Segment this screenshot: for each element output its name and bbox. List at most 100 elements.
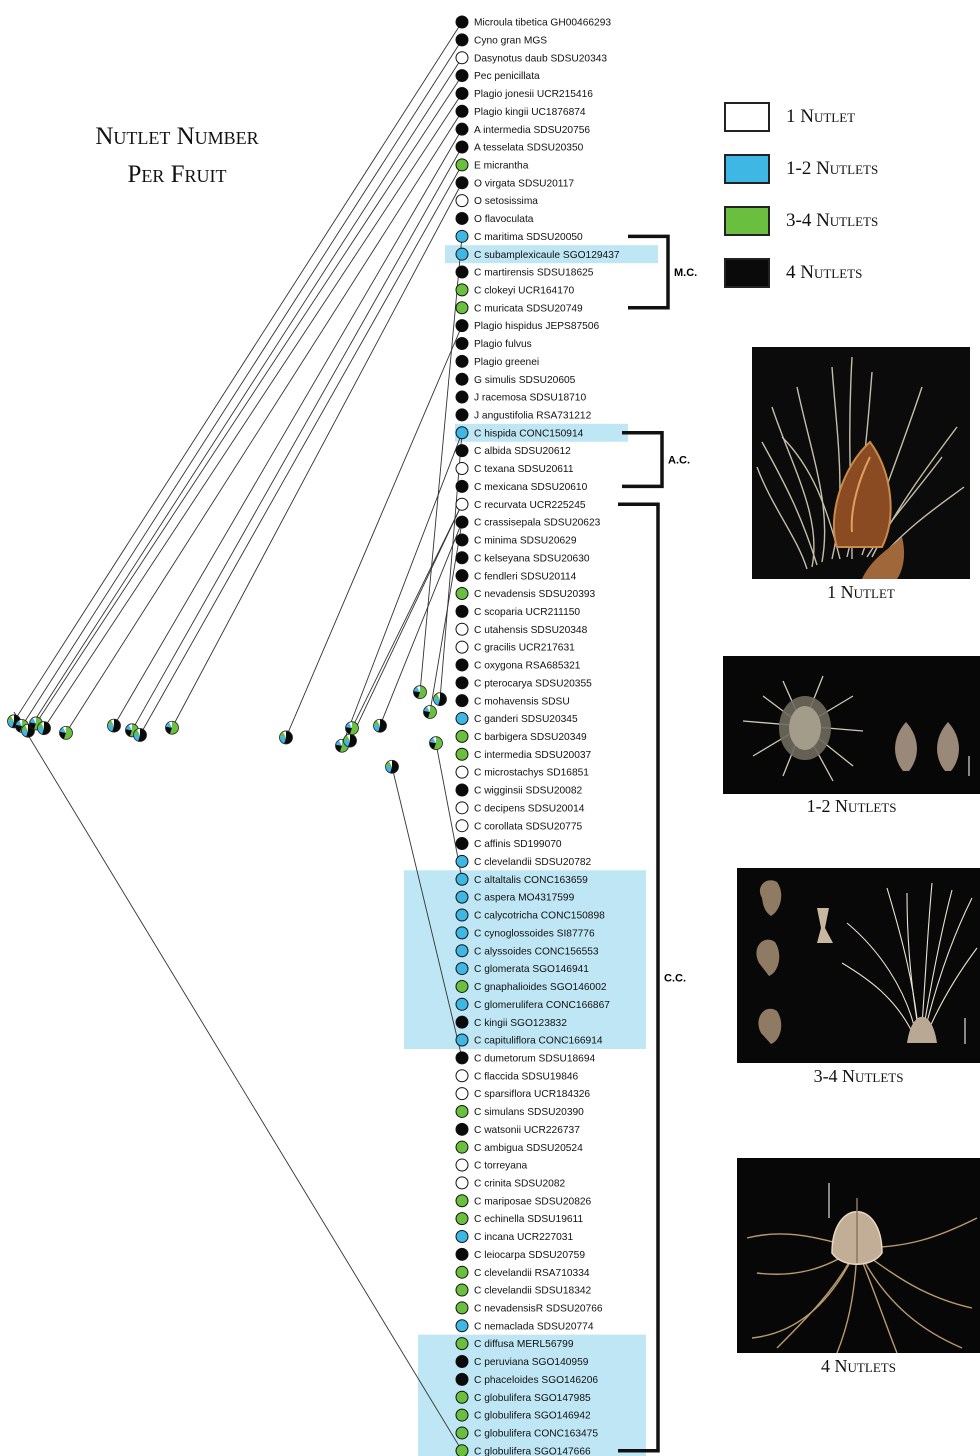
tip-state-dot [456,177,468,189]
tip-state-dot [456,302,468,314]
tip-state-dot [456,855,468,867]
tip-state-dot [456,463,468,475]
taxon-label: C aspera MO4317599 [474,893,575,904]
tip-state-dot [456,1302,468,1314]
taxon-label: C maritima SDSU20050 [474,232,583,243]
tip-state-dot [456,1159,468,1171]
legend-swatch-blue [724,154,770,184]
tip-state-dot [456,105,468,117]
tip-state-dot [456,1052,468,1064]
tip-state-dot [456,391,468,403]
tip-state-dot [456,212,468,224]
tip-state-dot [456,355,468,367]
photo-caption-4-nutlets: 4 Nutlets [737,1356,980,1377]
tip-state-dot [456,1373,468,1385]
taxon-label: C kingii SGO123832 [474,1018,567,1029]
taxon-label: Pec penicillata [474,71,540,82]
taxon-label: C phaceloides SGO146206 [474,1375,598,1386]
tip-state-dot [456,1070,468,1082]
legend-label: 4 Nutlets [786,262,862,284]
taxon-label: A intermedia SDSU20756 [474,125,590,136]
taxon-label: C torreyana [474,1161,528,1172]
taxon-label: Plagio hispidus JEPS87506 [474,321,599,332]
tip-state-dot [456,373,468,385]
tree-branch [132,147,462,730]
taxon-label: C nevadensisR SDSU20766 [474,1304,603,1315]
photo-3-4-nutlets [737,868,980,1063]
tip-state-dot [456,1213,468,1225]
taxon-label: C sparsiflora UCR184326 [474,1089,590,1100]
node-state-pie [165,721,178,734]
tip-state-dot [456,230,468,242]
tip-state-dot [456,1391,468,1403]
tip-state-dot [456,873,468,885]
taxon-label: C gracilis UCR217631 [474,643,575,654]
taxon-label: C mohavensis SDSU [474,696,570,707]
tip-state-dot [456,516,468,528]
taxon-label: Dasynotus daub SDSU20343 [474,53,607,64]
tip-state-dot [456,588,468,600]
taxon-label: C mexicana SDSU20610 [474,482,588,493]
tip-state-dot [456,284,468,296]
taxon-label: C texana SDSU20611 [474,464,574,475]
tip-state-dot [456,766,468,778]
taxon-label: C crassisepala SDSU20623 [474,518,601,529]
tip-state-dot [456,1105,468,1117]
taxon-label: O flavoculata [474,214,534,225]
taxon-label: C subamplexicaule SGO129437 [474,250,620,261]
photo-4-nutlets [737,1158,980,1353]
taxon-label: C calycotricha CONC150898 [474,911,605,922]
tip-state-dot [456,480,468,492]
taxon-label: C ambigua SDSU20524 [474,1143,583,1154]
taxon-label: C clokeyi UCR164170 [474,286,575,297]
taxon-label: C muricata SDSU20749 [474,303,583,314]
tip-state-dot [456,337,468,349]
tip-state-dot [456,838,468,850]
node-state-pie [434,693,447,706]
figure-title-line-1: Nutlet Number [62,118,292,156]
tip-state-dot [456,802,468,814]
taxon-label: Plagio greenei [474,357,539,368]
tip-state-dot [456,730,468,742]
photo-caption-1-nutlet: 1 Nutlet [752,582,970,603]
tip-state-dot [456,320,468,332]
tip-state-dot [456,70,468,82]
tip-state-dot [456,16,468,28]
tip-state-dot [456,1248,468,1260]
tip-state-dot [456,1230,468,1242]
taxon-label: C diffusa MERL56799 [474,1339,574,1350]
tip-state-dot [456,570,468,582]
tip-state-dot [456,677,468,689]
taxon-label: C simulans SDSU20390 [474,1107,584,1118]
tree-branch [286,326,462,738]
tree-branch [172,183,462,728]
taxon-label: C utahensis SDSU20348 [474,625,588,636]
node-layer [7,686,446,774]
node-state-pie [344,734,357,747]
tip-state-dot [456,605,468,617]
taxon-label: C globulifera SGO147666 [474,1446,591,1456]
tip-state-dot [456,1356,468,1368]
taxon-label: C minima SDSU20629 [474,536,577,547]
taxon-label: C microstachys SD16851 [474,768,589,779]
legend-label: 3-4 Nutlets [786,210,878,232]
nutlet-fruit-illustration [723,656,980,794]
taxon-label: Plagio fulvus [474,339,532,350]
clade-label: C.C. [664,973,686,985]
taxon-label: G simulis SDSU20605 [474,375,576,386]
tree-branch [420,236,462,692]
tip-state-dot [456,1266,468,1278]
tip-state-dot [456,1338,468,1350]
tip-state-dot [456,1284,468,1296]
tip-state-dot [456,980,468,992]
taxon-label: C watsonii UCR226737 [474,1125,580,1136]
tip-state-dot [456,713,468,725]
taxon-label: C peruviana SGO140959 [474,1357,589,1368]
taxon-label: Plagio kingii UC1876874 [474,107,586,118]
tip-state-dot [456,34,468,46]
clade-label: A.C. [668,455,690,467]
taxon-label: C incana UCR227031 [474,1232,573,1243]
taxon-label: C nevadensis SDSU20393 [474,589,596,600]
tip-state-dot [456,1177,468,1189]
taxon-label: C glomerata SGO146941 [474,964,589,975]
